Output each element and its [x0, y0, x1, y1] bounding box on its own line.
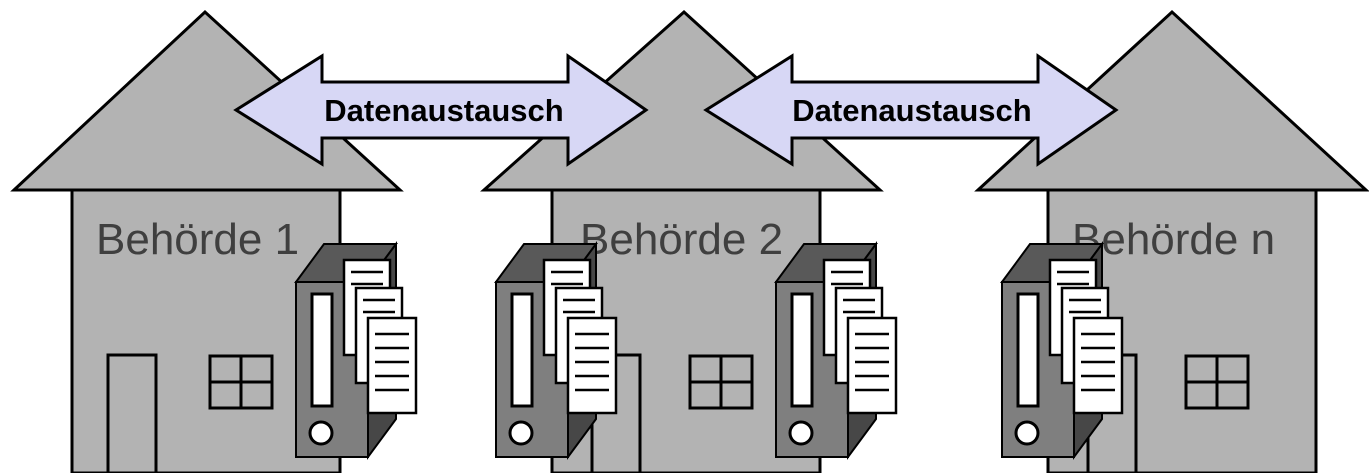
- house-2-label: Behörde 2: [580, 215, 783, 264]
- house-1-window: [208, 354, 274, 410]
- house-n-window: [1184, 354, 1250, 410]
- exchange-arrow-1: Datenaustausch: [233, 53, 649, 167]
- exchange-arrow-2-label: Datenaustausch: [792, 93, 1031, 128]
- house-1-label: Behörde 1: [96, 215, 299, 264]
- exchange-arrow-1-label: Datenaustausch: [324, 93, 563, 128]
- house-n: Behörde n: [974, 9, 1369, 473]
- house-2-server-right-icon: [774, 242, 898, 459]
- house-1-server-icon: [294, 242, 418, 459]
- house-n-label: Behörde n: [1072, 215, 1275, 264]
- exchange-arrow-2: Datenaustausch: [703, 53, 1119, 167]
- house-1-door: [106, 353, 158, 473]
- house-2-window: [688, 354, 754, 410]
